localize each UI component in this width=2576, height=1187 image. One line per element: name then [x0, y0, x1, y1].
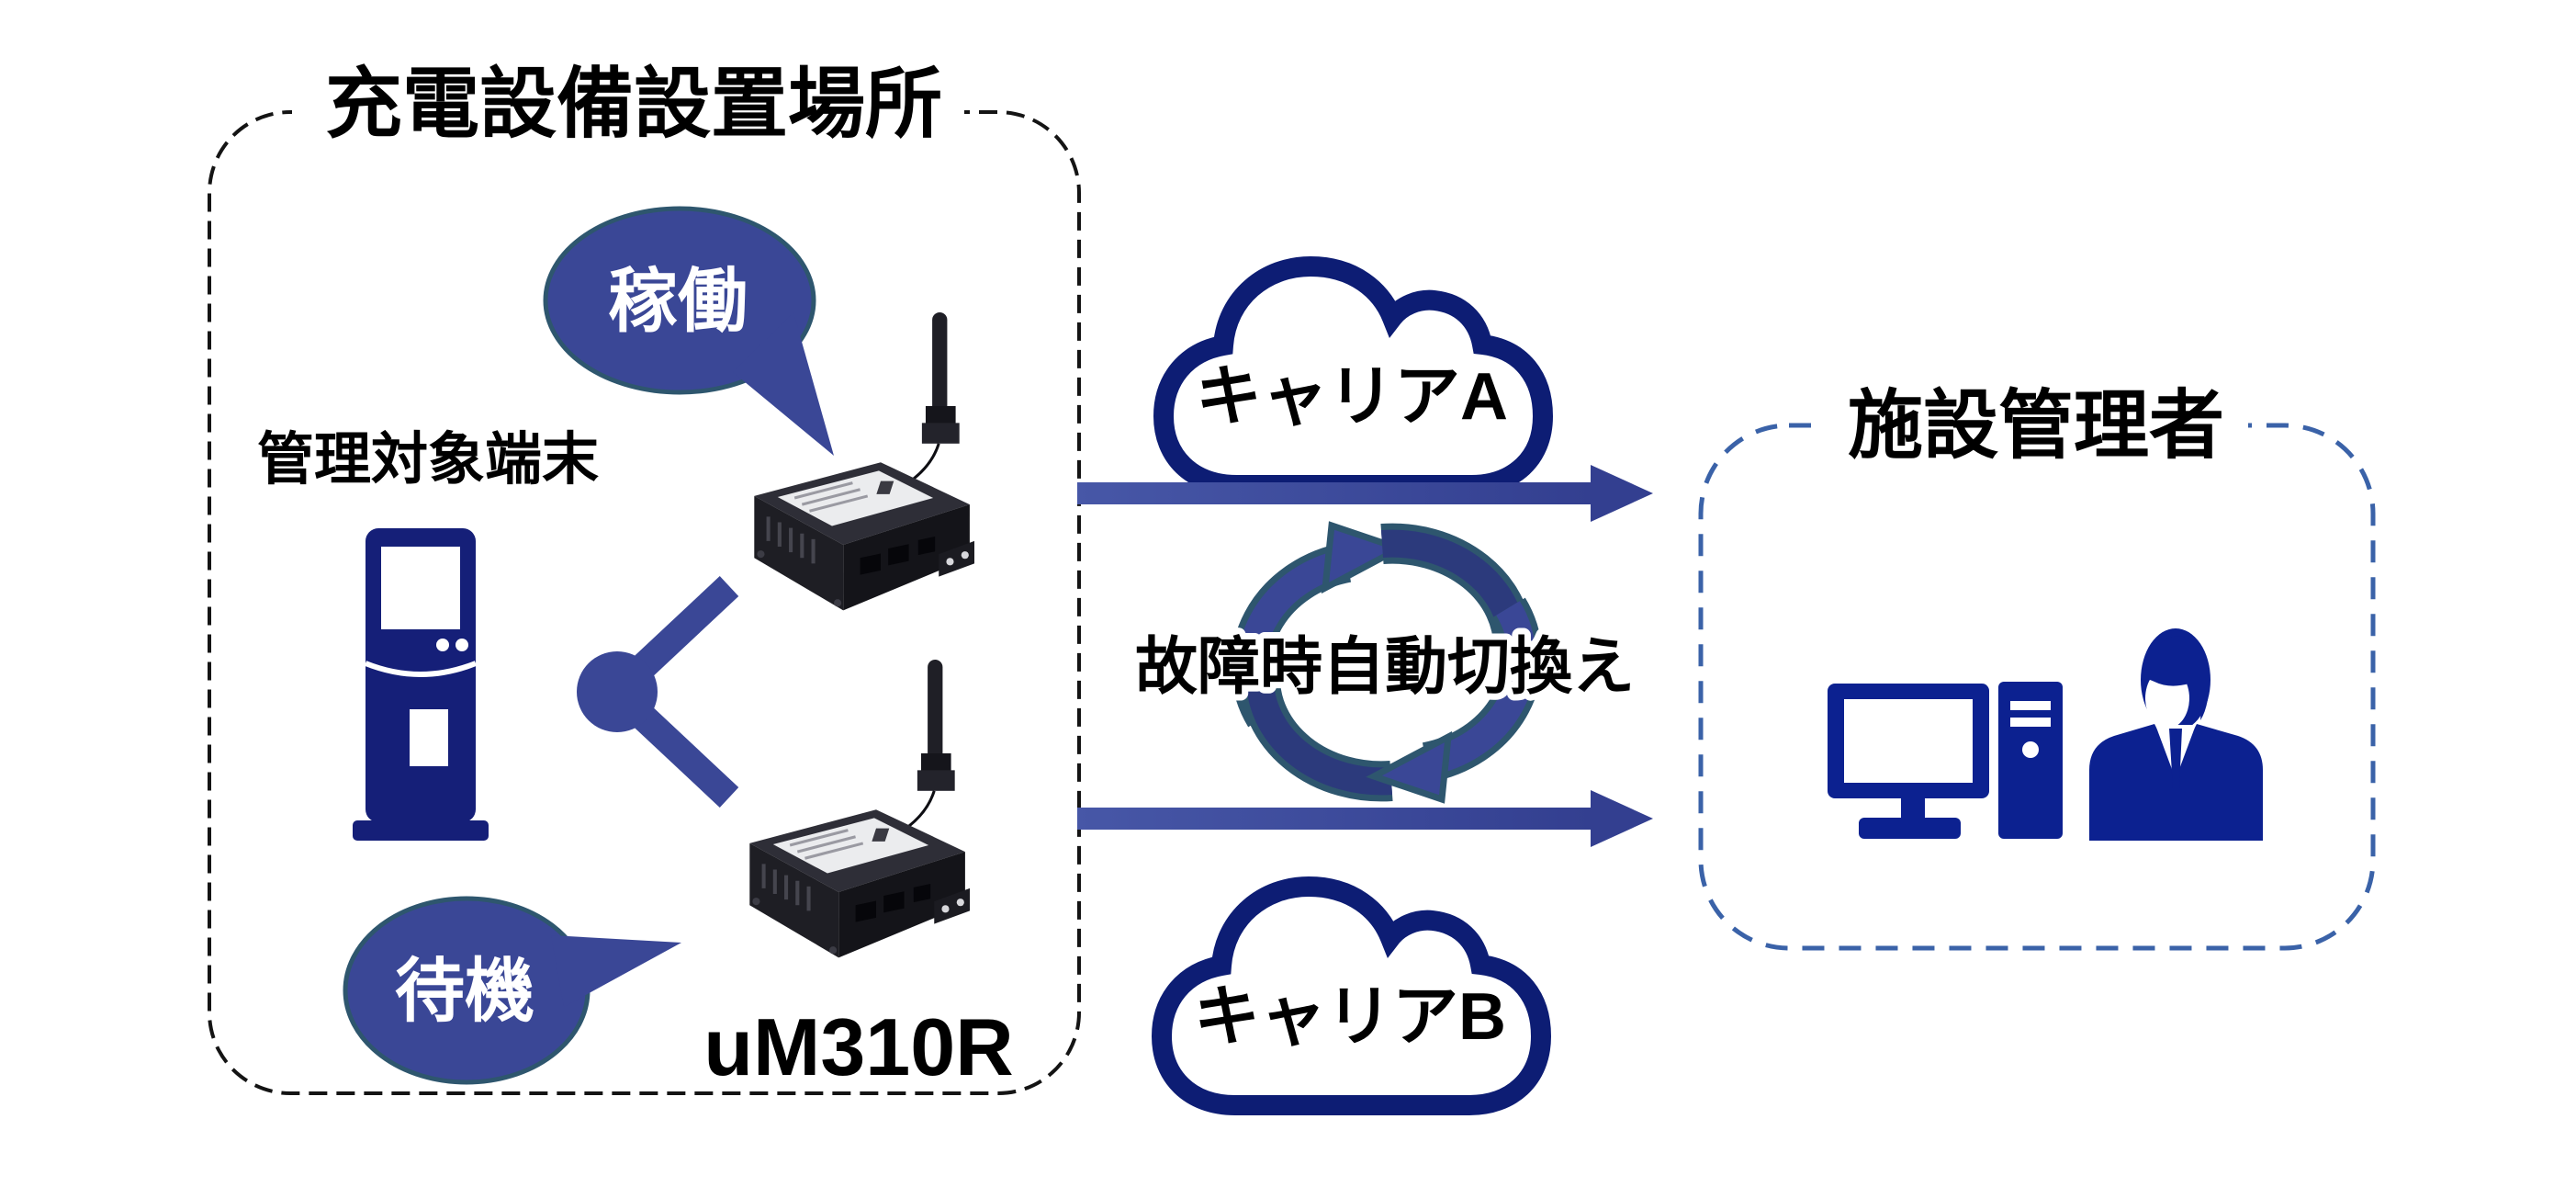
- manager-person-icon: [2089, 628, 2263, 841]
- carrier-a-label: キャリアA: [1196, 360, 1508, 434]
- device-model-label: uM310R: [703, 1001, 1013, 1092]
- facility-manager-dashed-box: [1698, 423, 2376, 951]
- left-title-mask: [292, 53, 964, 149]
- managed-terminal-label: 管理対象端末: [257, 428, 599, 492]
- failover-label: 故障時自動切換え: [1135, 632, 1635, 702]
- charging-kiosk-icon: [353, 528, 489, 841]
- status-standby-bubble: 待機: [343, 896, 681, 1085]
- carrier-b-cloud: キャリアB: [1162, 887, 1541, 1105]
- carrier-a-cloud: キャリアA: [1164, 266, 1543, 485]
- desktop-computer-icon: [1828, 682, 2063, 839]
- router-standby-image: [749, 660, 970, 957]
- charging-site-dashed-box: [208, 110, 1081, 1095]
- facility-manager-title: 施設管理者: [1848, 384, 2224, 468]
- right-title-mask: [1824, 375, 2248, 472]
- status-standby-text: 待機: [395, 953, 534, 1031]
- carrier-a-link-arrow: [1077, 465, 1653, 522]
- status-active-text: 稼働: [608, 263, 748, 341]
- charging-site-title: 充電設備設置場所: [325, 61, 942, 147]
- splitter-connector-icon: [577, 576, 739, 808]
- status-active-bubble: 稼働: [543, 206, 834, 456]
- failover-cycle-icon: [1231, 521, 1543, 804]
- carrier-b-link-arrow: [1077, 790, 1653, 847]
- carrier-b-label: キャリアB: [1194, 980, 1506, 1054]
